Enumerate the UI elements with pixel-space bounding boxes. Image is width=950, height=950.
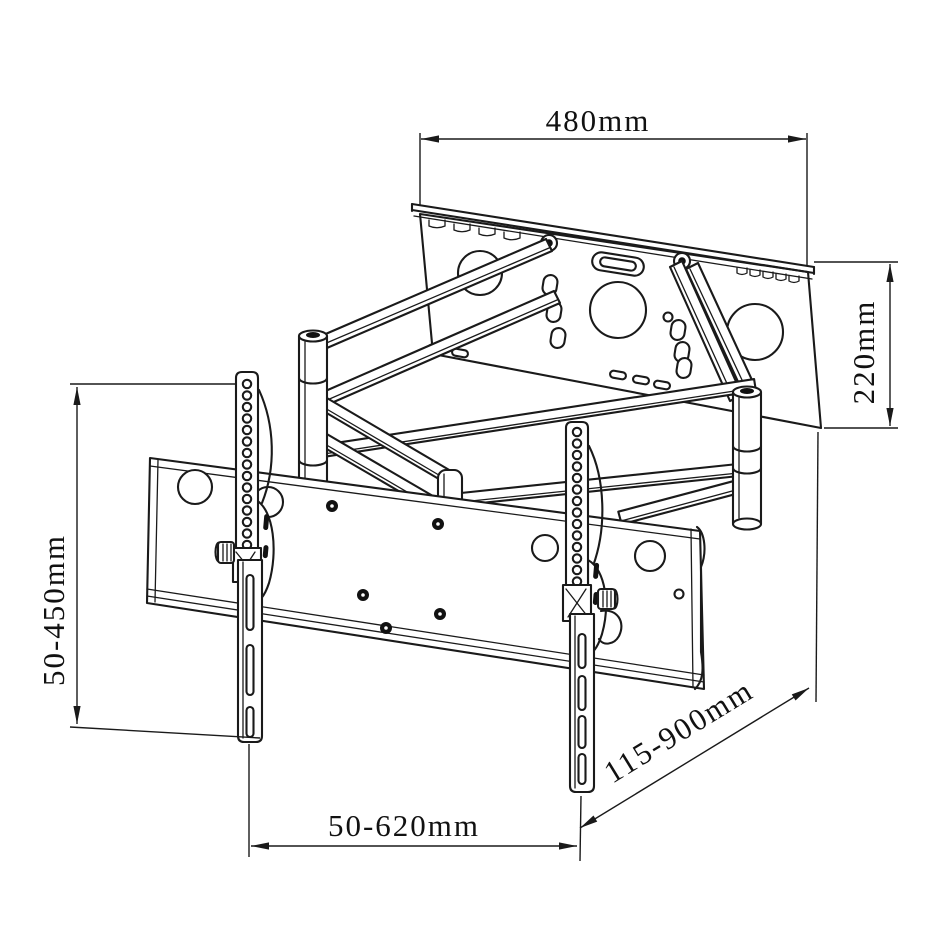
dimension-label: 50-450mm bbox=[36, 534, 71, 686]
tilt-knob bbox=[596, 587, 619, 611]
beam-hole bbox=[633, 539, 667, 573]
dimension-wall-plate-height: 220mm bbox=[814, 261, 898, 429]
tilt-knob bbox=[214, 540, 236, 565]
dimension-label: 480mm bbox=[546, 103, 651, 138]
dimension-label: 220mm bbox=[846, 300, 881, 405]
beam-screws bbox=[326, 500, 446, 634]
left-vesa-rail bbox=[214, 370, 275, 744]
dimension-label: 50-620mm bbox=[328, 808, 480, 843]
vesa-strip-lower bbox=[236, 558, 264, 744]
vesa-holes bbox=[571, 426, 583, 599]
right-elbow-pivot bbox=[731, 385, 763, 531]
vesa-strip-lower bbox=[568, 612, 596, 794]
vesa-holes bbox=[241, 378, 253, 551]
beam-hole bbox=[176, 468, 214, 506]
beam-end-bracket bbox=[693, 525, 706, 691]
beam-hole bbox=[530, 533, 560, 563]
right-vesa-rail bbox=[561, 420, 623, 794]
dimension-left-vertical-range: 50-450mm bbox=[36, 383, 261, 739]
vesa-strip-upper bbox=[234, 370, 260, 558]
mounting-rail bbox=[410, 202, 816, 284]
dimension-bottom-width-range: 50-620mm bbox=[248, 744, 582, 862]
dimension-label: 115-900mm bbox=[598, 672, 760, 790]
wall-plate-hole bbox=[588, 280, 648, 340]
dimension-wall-plate-width: 480mm bbox=[419, 103, 808, 266]
handle-slot bbox=[591, 251, 645, 277]
tv-beam bbox=[145, 456, 706, 691]
